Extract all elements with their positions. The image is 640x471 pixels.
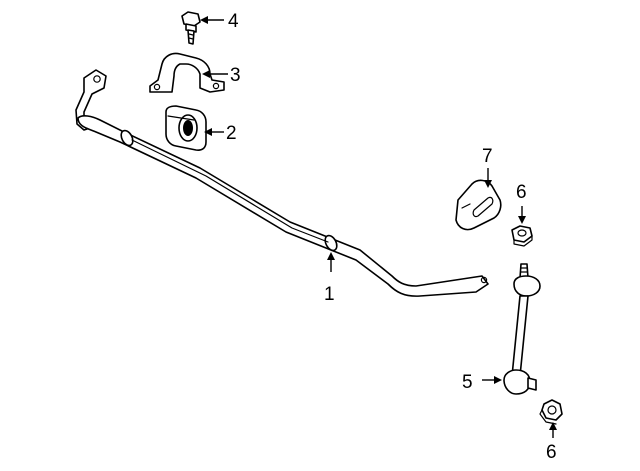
callout-4-label: 4 — [228, 11, 239, 32]
callout-6-top: 6 — [516, 182, 527, 224]
stabilizer-bar[interactable] — [75, 69, 489, 297]
nut-bottom[interactable] — [539, 399, 563, 425]
callout-1-label: 1 — [324, 284, 335, 305]
callout-2-label: 2 — [226, 123, 237, 144]
callout-5: 5 — [462, 372, 502, 393]
callout-7-label: 7 — [482, 146, 493, 167]
callout-2: 2 — [204, 123, 237, 144]
callout-6-bottom: 6 — [546, 422, 557, 463]
callout-1: 1 — [324, 252, 335, 305]
callout-6-top-label: 6 — [516, 182, 527, 203]
bracket[interactable] — [149, 52, 225, 93]
callout-7: 7 — [482, 146, 493, 188]
insulator[interactable] — [455, 179, 502, 231]
callout-3: 3 — [202, 65, 241, 86]
stabilizer-link[interactable] — [503, 263, 541, 395]
callout-3-label: 3 — [230, 65, 241, 86]
bushing[interactable] — [165, 105, 207, 151]
nut-top[interactable] — [511, 225, 533, 247]
bolt[interactable] — [181, 11, 201, 45]
callout-5-label: 5 — [462, 372, 473, 393]
callout-4: 4 — [200, 11, 239, 32]
callout-6-bottom-label: 6 — [546, 442, 557, 463]
